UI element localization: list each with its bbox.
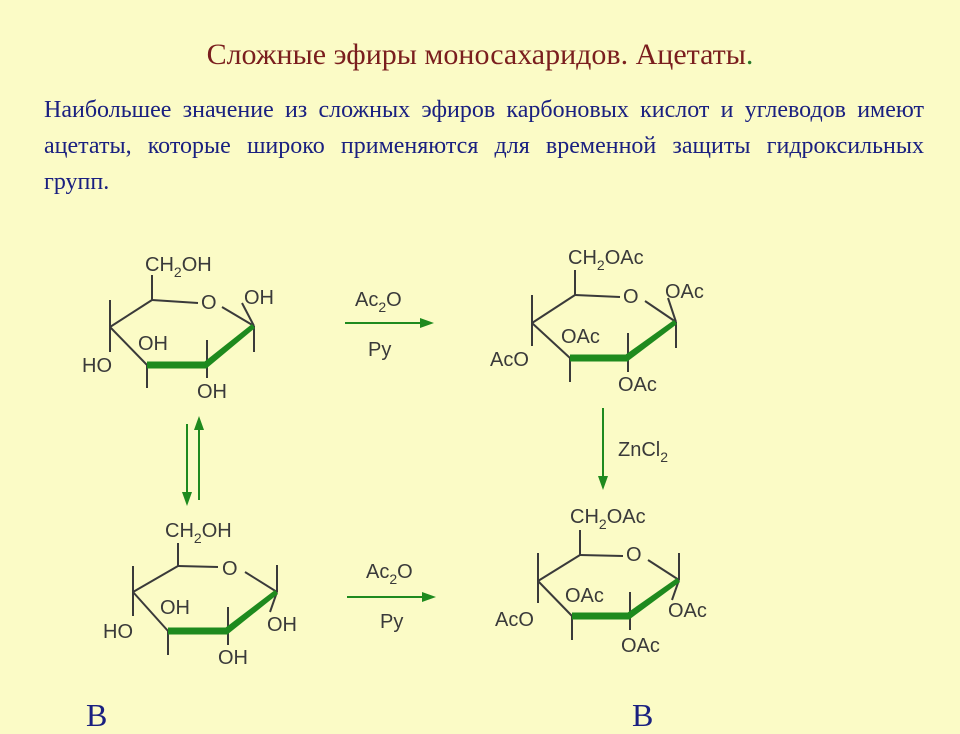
title-text: Сложные эфиры моносахаридов. Ацетаты [206,38,746,71]
c3-oh-label: OH [160,597,190,619]
c4-aco-label: AcO [490,349,529,371]
arrow-bottom-acetylation [347,592,436,602]
c1-oac-label: OAc [668,600,707,622]
molecule-glucose-alpha: CH2OH O OH HO OH OH [103,520,297,669]
ch2oac-label: CH2OAc [568,247,644,273]
c2-oac-label: OAc [621,635,660,657]
arrow-top-acetylation [345,318,434,328]
c3-oh-label: OH [138,333,168,355]
intro-paragraph: Наибольшее значение из сложных эфиров ка… [44,97,924,195]
c1-oh-label: OH [244,287,274,309]
molecule-glucose-pentaacetate-beta: CH2OAc O OAc AcO OAc OAc [490,247,704,396]
c4-ho-label: HO [82,355,112,377]
ring-oxygen-label: O [222,558,238,580]
ring-oxygen-label: O [201,292,217,314]
ch2oac-label: CH2OAc [570,506,646,532]
c3-oac-label: OAc [561,326,600,348]
reagent-py-top: Py [368,339,391,361]
c4-aco-label: AcO [495,609,534,631]
c4-ho-label: HO [103,621,133,643]
reagent-ac2o-top: Ac2O [355,289,402,315]
molecule-glucose-pentaacetate-alpha: CH2OAc O OAc AcO OAc OAc [495,506,707,657]
c2-oh-label: OH [197,381,227,403]
ring-oxygen-label: O [626,544,642,566]
equilibrium-arrows [182,416,204,506]
cut-off-text-left: В [86,697,108,733]
reagent-py-bottom: Py [380,611,403,633]
molecule-glucose-beta: CH2OH O OH HO OH OH [82,254,274,403]
reagent-zncl2: ZnCl2 [618,439,668,465]
c3-oac-label: OAc [565,585,604,607]
c1-oh-label: OH [267,614,297,636]
page-title: Сложные эфиры моносахаридов. Ацетаты. [0,38,960,72]
c1-oac-label: OAc [665,281,704,303]
c2-oac-label: OAc [618,374,657,396]
reagent-ac2o-bottom: Ac2O [366,561,413,587]
ring-oxygen-label: O [623,286,639,308]
cut-off-text-right: В [632,697,654,733]
ch2oh-label: CH2OH [165,520,232,546]
arrow-anomerization-zncl2 [598,408,608,490]
c2-oh-label: OH [218,647,248,669]
title-dot: . [745,38,754,71]
ch2oh-label: CH2OH [145,254,212,280]
